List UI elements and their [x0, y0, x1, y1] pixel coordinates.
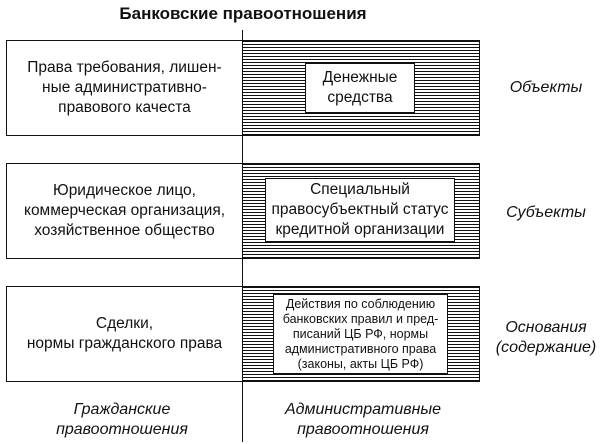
row-subjects: Юридическое лицо, коммерческая организац… [6, 163, 480, 259]
bottom-label-civil: Гражданские правоотношения [56, 401, 188, 438]
row-objects: Права требования, лишен- ные администрат… [6, 40, 480, 136]
bottom-label-admin: Административные правоотношения [284, 401, 442, 438]
civil-objects-text: Права требования, лишен- ные администрат… [27, 59, 222, 116]
admin-grounds-cell: Действия по соблюдению банковских правил… [242, 287, 479, 381]
admin-objects-text: Денежные средства [305, 63, 415, 113]
side-label-objects: Объекты [509, 79, 583, 96]
admin-grounds-text: Действия по соблюдению банковских правил… [273, 294, 448, 374]
civil-grounds-text: Сделки, нормы гражданского права [26, 315, 223, 352]
diagram-title: Банковские правоотношения [119, 4, 367, 23]
side-label-subjects: Субъекты [506, 204, 586, 221]
side-label-grounds: Основания (содержание) [495, 319, 597, 356]
admin-subjects-cell: Специальный правосубъектный статус креди… [242, 164, 479, 258]
civil-subjects-text: Юридическое лицо, коммерческая организац… [23, 182, 226, 239]
admin-objects-cell: Денежные средства [242, 41, 479, 135]
admin-subjects-text: Специальный правосубъектный статус креди… [265, 178, 455, 242]
row-grounds: Сделки, нормы гражданского права Действи… [6, 286, 480, 382]
